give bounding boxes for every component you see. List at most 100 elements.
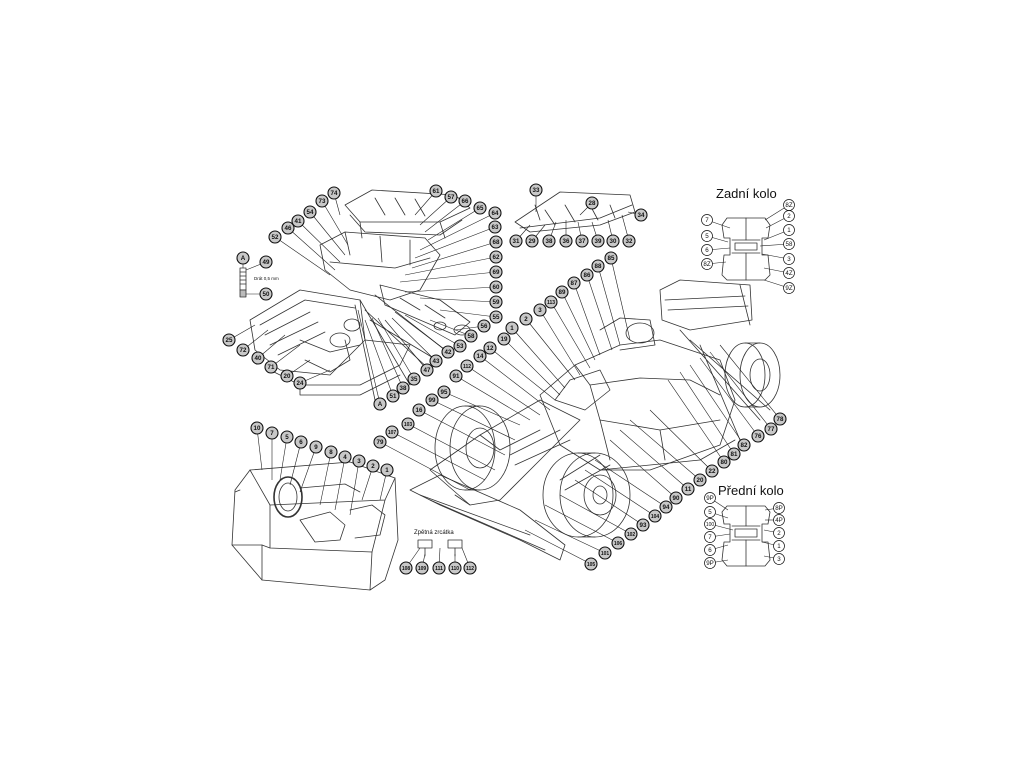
callout-circle [497, 332, 511, 346]
callout-circle [681, 482, 695, 496]
front-wheel-title: Přední kolo [718, 483, 784, 498]
callout-circle [751, 429, 765, 443]
part-callout-71: 71 [264, 360, 278, 374]
leader-line [719, 344, 781, 420]
leader-line [455, 375, 531, 421]
part-callout-110: 110 [448, 561, 462, 575]
callout-circle [432, 561, 446, 575]
part-callout-87: 87 [567, 276, 581, 290]
part-callout-3: 3 [773, 553, 785, 565]
part-callout-61: 61 [429, 184, 443, 198]
leader-line [594, 459, 667, 508]
part-callout-3: 3 [533, 303, 547, 317]
callout-circle [441, 345, 455, 359]
callout-circle [250, 421, 264, 435]
part-callout-2: 2 [519, 312, 533, 326]
callout-number: 99 [429, 397, 436, 404]
callout-circle [460, 359, 474, 373]
part-callout-55: 55 [489, 310, 503, 324]
callout-circle [280, 369, 294, 383]
leader-line [629, 419, 701, 481]
callout-circle [315, 194, 329, 208]
leader-line [321, 200, 349, 246]
detail-a-drawing [239, 267, 247, 298]
part-callout-2: 2 [366, 459, 380, 473]
part-callout-102: 102 [624, 527, 638, 541]
part-callout-33: 33 [529, 183, 543, 197]
callout-circle [444, 190, 458, 204]
leader-line [287, 227, 336, 271]
part-callout-69: 69 [489, 265, 503, 279]
callout-number: 9 [314, 444, 318, 451]
callout-circle [291, 214, 305, 228]
callout-number: 7 [705, 217, 709, 224]
leader-line [379, 441, 471, 491]
callout-number: 56 [481, 323, 488, 330]
callout-circle [598, 546, 612, 560]
callout-circle [264, 360, 278, 374]
callout-number: 9P [706, 560, 714, 567]
callout-number: 105 [587, 562, 596, 568]
callout-number: 6 [705, 247, 709, 254]
callout-number: 101 [601, 551, 610, 557]
callout-number: 8P [775, 505, 783, 512]
part-callout-2: 2 [773, 527, 785, 539]
callout-circle [591, 259, 605, 273]
callout-circle [489, 280, 503, 294]
callout-circle [591, 234, 605, 248]
part-callout-105: 105 [584, 557, 598, 571]
part-callout-77: 77 [764, 422, 778, 436]
part-callout-36: 36 [559, 234, 573, 248]
callout-number: 62 [493, 254, 500, 261]
part-callout-4p: 4P [773, 514, 785, 526]
callout-number: 2 [371, 463, 375, 470]
front-wheel-exploded-drawing [721, 505, 771, 567]
callout-number: 93 [640, 522, 647, 529]
callout-circle [783, 282, 795, 294]
callout-circle [401, 417, 415, 431]
callout-circle [280, 430, 294, 444]
callout-number: 87 [571, 280, 578, 287]
callout-circle [783, 267, 795, 279]
part-callout-47: 47 [420, 363, 434, 377]
callout-circle [453, 339, 467, 353]
part-callout-93: 93 [636, 518, 650, 532]
leader-line [424, 200, 466, 233]
part-callout-4z: 4Z [783, 267, 795, 279]
callout-number: 42 [445, 349, 452, 356]
leader-line [534, 519, 606, 554]
leader-line [419, 212, 496, 251]
part-callout-28: 28 [585, 196, 599, 210]
leader-line [667, 379, 725, 463]
callout-number: 94 [663, 504, 670, 511]
callout-number: 3 [538, 307, 542, 314]
leader-line [299, 446, 317, 493]
callout-circle [693, 473, 707, 487]
leader-line [404, 256, 497, 276]
callout-number: 113 [547, 300, 555, 306]
part-callout-7: 7 [265, 426, 279, 440]
leader-line [256, 427, 263, 471]
leader-line [334, 456, 346, 511]
callout-number: 41 [295, 218, 302, 225]
callout-number: 54 [307, 209, 314, 216]
leader-line [574, 479, 644, 526]
callout-number: 36 [563, 238, 570, 245]
part-callout-82: 82 [737, 438, 751, 452]
callout-circle [251, 351, 265, 365]
leader-line [503, 338, 561, 396]
callout-number: 60 [493, 284, 500, 291]
part-callout-79: 79 [373, 435, 387, 449]
rear-wheel-title: Zadní kolo [716, 186, 777, 201]
part-callout-6: 6 [704, 544, 716, 556]
callout-circle [704, 518, 716, 530]
callout-number: 32 [626, 238, 633, 245]
part-callout-49: 49 [259, 255, 273, 269]
callout-number: 22 [709, 468, 716, 475]
part-callout-7: 7 [701, 214, 713, 226]
callout-circle [352, 454, 366, 468]
callout-number: 108 [402, 566, 411, 572]
callout-circle [303, 205, 317, 219]
leader-line [427, 207, 481, 241]
callout-number: 12 [487, 345, 494, 352]
